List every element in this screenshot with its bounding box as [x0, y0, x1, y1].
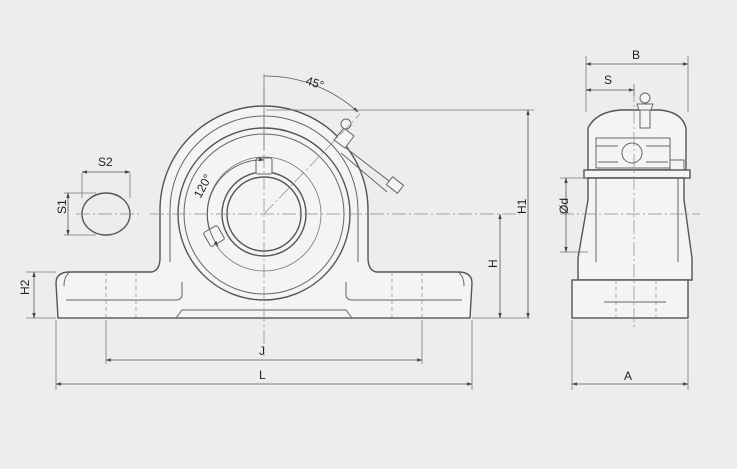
dim-S: S [604, 73, 612, 87]
front-dimensions: H2 H H1 J L [18, 109, 534, 390]
dim-J: J [259, 344, 265, 358]
angle-45-label: 45° [304, 73, 326, 92]
dim-d: Ød [557, 198, 571, 214]
dim-H: H [486, 259, 500, 268]
dim-A: A [624, 369, 632, 383]
side-base [571, 279, 689, 319]
side-view [560, 88, 700, 330]
side-housing-body [577, 177, 693, 281]
dim-L: L [259, 368, 266, 382]
dim-H1: H1 [515, 198, 529, 214]
dim-B: B [632, 48, 640, 62]
side-dimensions: B S Ød A [557, 48, 689, 390]
dim-S1: S1 [55, 199, 69, 214]
dim-S2: S2 [98, 155, 113, 169]
front-view: 45° 120° [55, 73, 520, 356]
bolt-hole-detail: S2 S1 [55, 155, 140, 236]
dim-H2: H2 [18, 279, 32, 295]
